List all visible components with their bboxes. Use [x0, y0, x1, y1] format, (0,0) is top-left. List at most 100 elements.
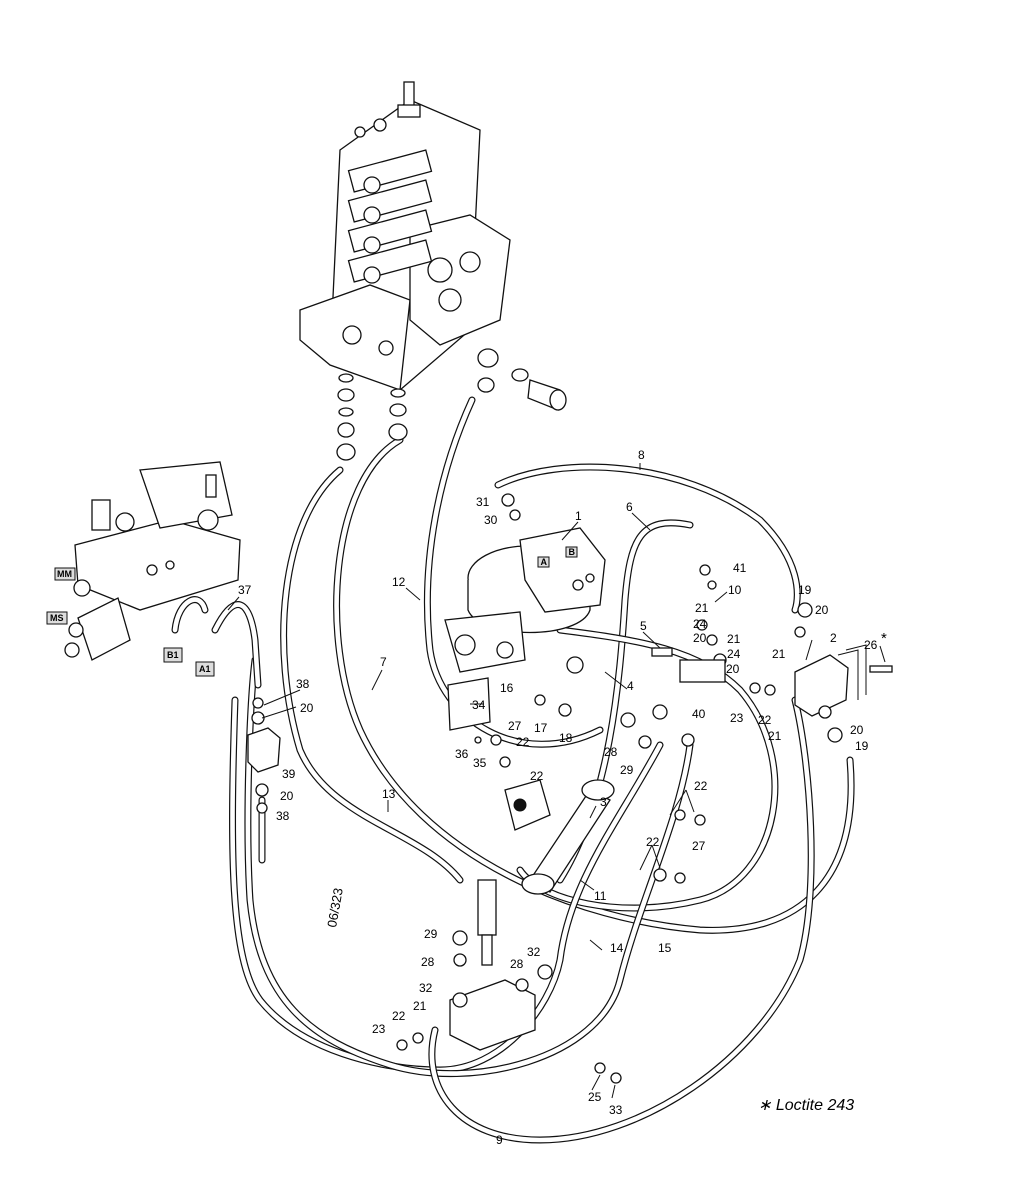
callout-34: 34	[472, 698, 486, 712]
callout-37: 37	[238, 583, 252, 597]
callout-6: 6	[626, 500, 633, 514]
hose-37	[211, 601, 262, 689]
callout-41: 41	[733, 561, 747, 575]
callout-9: 9	[496, 1133, 503, 1147]
callout-14: 14	[610, 941, 624, 955]
callout-3: 3	[600, 795, 607, 809]
callout-31: 31	[476, 495, 490, 509]
callout-21a: 21	[695, 601, 709, 615]
callout-20e: 20	[300, 701, 314, 715]
leader-lines	[227, 463, 886, 1099]
callout-30: 30	[484, 513, 498, 527]
callout-28c: 28	[510, 957, 524, 971]
callout-12: 12	[392, 575, 406, 589]
callout-22a: 22	[516, 735, 530, 749]
pilot-valve-left: MM MS B1 A1	[46, 461, 241, 677]
hose-15	[244, 656, 694, 1078]
valve-sections	[342, 149, 481, 356]
callout-22c: 22	[758, 713, 772, 727]
callout-7: 7	[380, 655, 387, 669]
control-valve-block	[299, 81, 567, 461]
callout-23a: 23	[730, 711, 744, 725]
port-b1-box	[163, 647, 183, 663]
callout-4: 4	[627, 679, 634, 693]
callout-26: 26	[864, 638, 878, 652]
port-a-label: A	[541, 557, 548, 567]
port-ms-label: MS	[50, 613, 64, 623]
port-b-label: B	[569, 547, 576, 557]
cylinder-3	[521, 779, 615, 895]
port-a1-box	[195, 661, 215, 677]
callout-27b: 27	[692, 839, 706, 853]
callout-27a: 27	[508, 719, 522, 733]
port-b-box	[565, 546, 578, 558]
solenoid-valve	[504, 779, 551, 831]
callout-19b: 19	[855, 739, 869, 753]
callout-32a: 32	[419, 981, 433, 995]
port-mm-label: MM	[57, 569, 72, 579]
misc-fittings	[447, 493, 776, 884]
callout-38b: 38	[276, 809, 290, 823]
callout-21b: 21	[727, 632, 741, 646]
callout-20b: 20	[693, 631, 707, 645]
callout-16: 16	[500, 681, 514, 695]
callout-11: 11	[594, 889, 607, 903]
callout-36: 36	[455, 747, 469, 761]
callout-29b: 29	[424, 927, 438, 941]
callout-20c: 20	[726, 662, 740, 676]
port-mm-box	[54, 567, 76, 581]
callout-22d: 22	[694, 779, 708, 793]
lower-valve-block	[396, 879, 622, 1084]
callout-20d: 20	[850, 723, 864, 737]
callout-35: 35	[473, 756, 487, 770]
callout-28b: 28	[421, 955, 435, 969]
loctite-note: ∗ Loctite 243	[758, 1097, 854, 1114]
hose-8	[494, 463, 801, 614]
valve-outlet-fittings	[336, 373, 408, 461]
hose-short-b1	[171, 596, 209, 634]
callout-2: 2	[830, 631, 837, 645]
callout-23b: 23	[372, 1022, 386, 1036]
callout-22b: 22	[530, 769, 544, 783]
star-mark: *	[881, 630, 887, 647]
callout-25: 25	[588, 1090, 602, 1104]
port-ms-box	[46, 611, 68, 625]
callout-39: 39	[282, 767, 296, 781]
callout-8: 8	[638, 448, 645, 462]
callout-17: 17	[534, 721, 548, 735]
callout-15: 15	[658, 941, 672, 955]
callout-32b: 32	[527, 945, 541, 959]
callout-29a: 29	[620, 763, 634, 777]
callout-21e: 21	[413, 999, 427, 1013]
port-a-box	[537, 556, 550, 568]
valve-top-spools	[354, 81, 421, 138]
hose-12	[423, 396, 604, 748]
block-2	[794, 602, 893, 743]
callout-19a: 19	[798, 583, 812, 597]
hose-13	[280, 466, 464, 884]
port-b1-label: B1	[167, 650, 179, 660]
callout-24b: 24	[727, 647, 741, 661]
callout-40: 40	[692, 707, 706, 721]
callout-21c: 21	[772, 647, 786, 661]
callout-24a: 24	[693, 617, 707, 631]
callout-5: 5	[640, 619, 647, 633]
callout-18: 18	[559, 731, 573, 745]
callout-22f: 22	[392, 1009, 406, 1023]
valve-side-plug	[477, 348, 567, 411]
callout-10: 10	[728, 583, 742, 597]
drawing-reference: 06/323	[324, 887, 346, 929]
callout-38a: 38	[296, 677, 310, 691]
callout-1: 1	[575, 509, 582, 523]
block-39	[247, 697, 281, 814]
callout-28a: 28	[604, 745, 618, 759]
callout-13: 13	[382, 787, 396, 801]
callout-21d: 21	[768, 729, 782, 743]
port-a1-label: A1	[199, 664, 211, 674]
hose-9	[428, 696, 815, 1144]
callout-22e: 22	[646, 835, 660, 849]
callout-20f: 20	[280, 789, 294, 803]
callout-labels: 1 2 3 4 5 6 7 8 9 10 11 12 13 14 15 16 1…	[238, 448, 887, 1147]
callout-33: 33	[609, 1103, 623, 1117]
